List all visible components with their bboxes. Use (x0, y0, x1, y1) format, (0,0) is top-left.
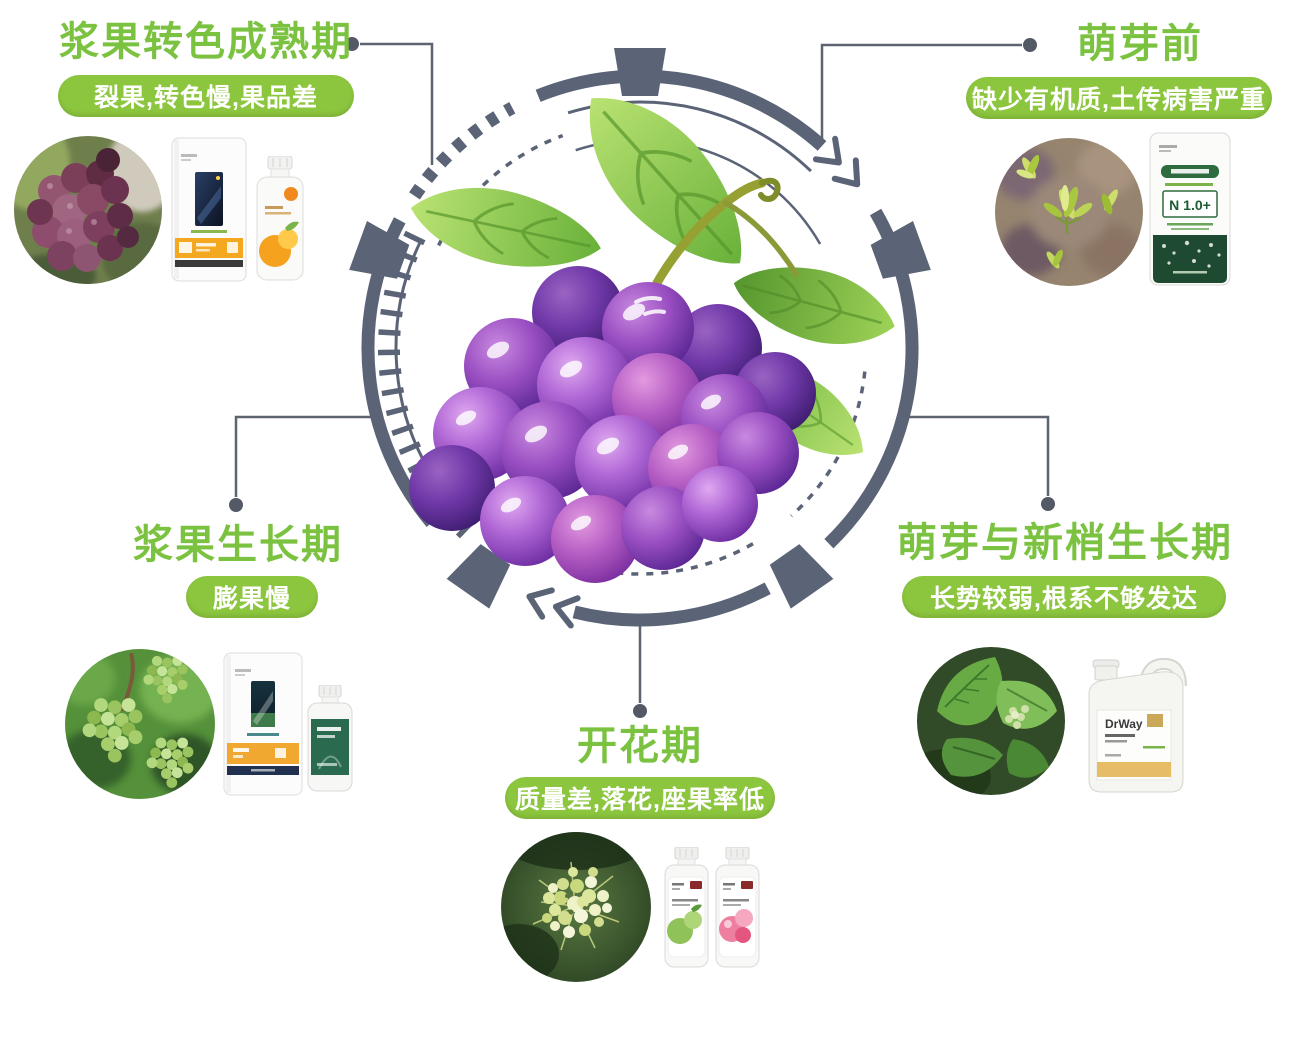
stage-issue-shoot-growth: 长势较弱,根系不够发达 (902, 576, 1226, 618)
product-bottle-flowering-green (664, 847, 709, 968)
grape-illustration (403, 67, 904, 583)
stage-issue-ripening: 裂果,转色慢,果品差 (58, 75, 354, 117)
grape-stem (643, 177, 799, 305)
connector-ripening (360, 42, 434, 165)
product-bag-ripening (171, 137, 247, 282)
photo-berry-texture (27, 148, 139, 272)
stage-issue-shoot-growth-text: 长势较弱,根系不够发达 (930, 585, 1198, 613)
stage-issue-pre-bud-text: 缺少有机质,土传病害严重 (972, 86, 1266, 114)
connector-dots (229, 37, 1055, 718)
photo-flowering-grape-bloom (501, 832, 651, 982)
stage-title-pre-bud: 萌芽前 (1077, 22, 1203, 66)
stage-issue-berry-growth-text: 膨果慢 (212, 585, 291, 613)
product-bottle-berry-growth (307, 685, 353, 792)
product-bag-berry-growth (223, 652, 303, 796)
stage-issue-flowering: 质量差,落花,座果率低 (505, 777, 775, 819)
bag-n-label: N 1.0+ (1169, 197, 1211, 213)
stage-title-flowering: 开花期 (577, 724, 703, 768)
stage-issue-pre-bud: 缺少有机质,土传病害严重 (966, 77, 1272, 119)
photo-bud-sprigs (1016, 154, 1118, 269)
stage-title-shoot-growth: 萌芽与新梢生长期 (897, 521, 1233, 565)
stage-title-berry-growth: 浆果生长期 (133, 523, 343, 567)
ring-chevron-arrows (526, 135, 861, 629)
connector-shoot-growth (907, 415, 1050, 496)
product-bottle-ripening (256, 156, 304, 281)
photo-berry-growth-green-grapes (65, 649, 215, 799)
photo-flower-mass (542, 867, 612, 938)
stage-issue-berry-growth: 膨果慢 (186, 576, 318, 618)
connector-berry-growth (234, 415, 373, 497)
jug-brand-label: DrWay (1105, 717, 1143, 731)
product-bag-pre-bud: N 1.0+ (1149, 132, 1231, 286)
ring-tabs (349, 48, 931, 609)
product-jug-shoot-growth: DrWay (1088, 657, 1187, 793)
connector-pre-bud (820, 43, 1022, 141)
stage-title-ripening: 浆果转色成熟期 (59, 20, 353, 64)
photo-pre-bud-vine-shoots (995, 138, 1143, 286)
grape-berries (409, 266, 816, 583)
photo-ripening-red-grapes (14, 136, 162, 284)
stage-issue-ripening-text: 裂果,转色慢,果品差 (94, 84, 318, 112)
photo-shoot-growth-leaves (917, 647, 1065, 795)
product-bottle-flowering-pink (715, 847, 760, 968)
stage-issue-flowering-text: 质量差,落花,座果率低 (515, 786, 765, 814)
connector-lines (234, 42, 1050, 703)
